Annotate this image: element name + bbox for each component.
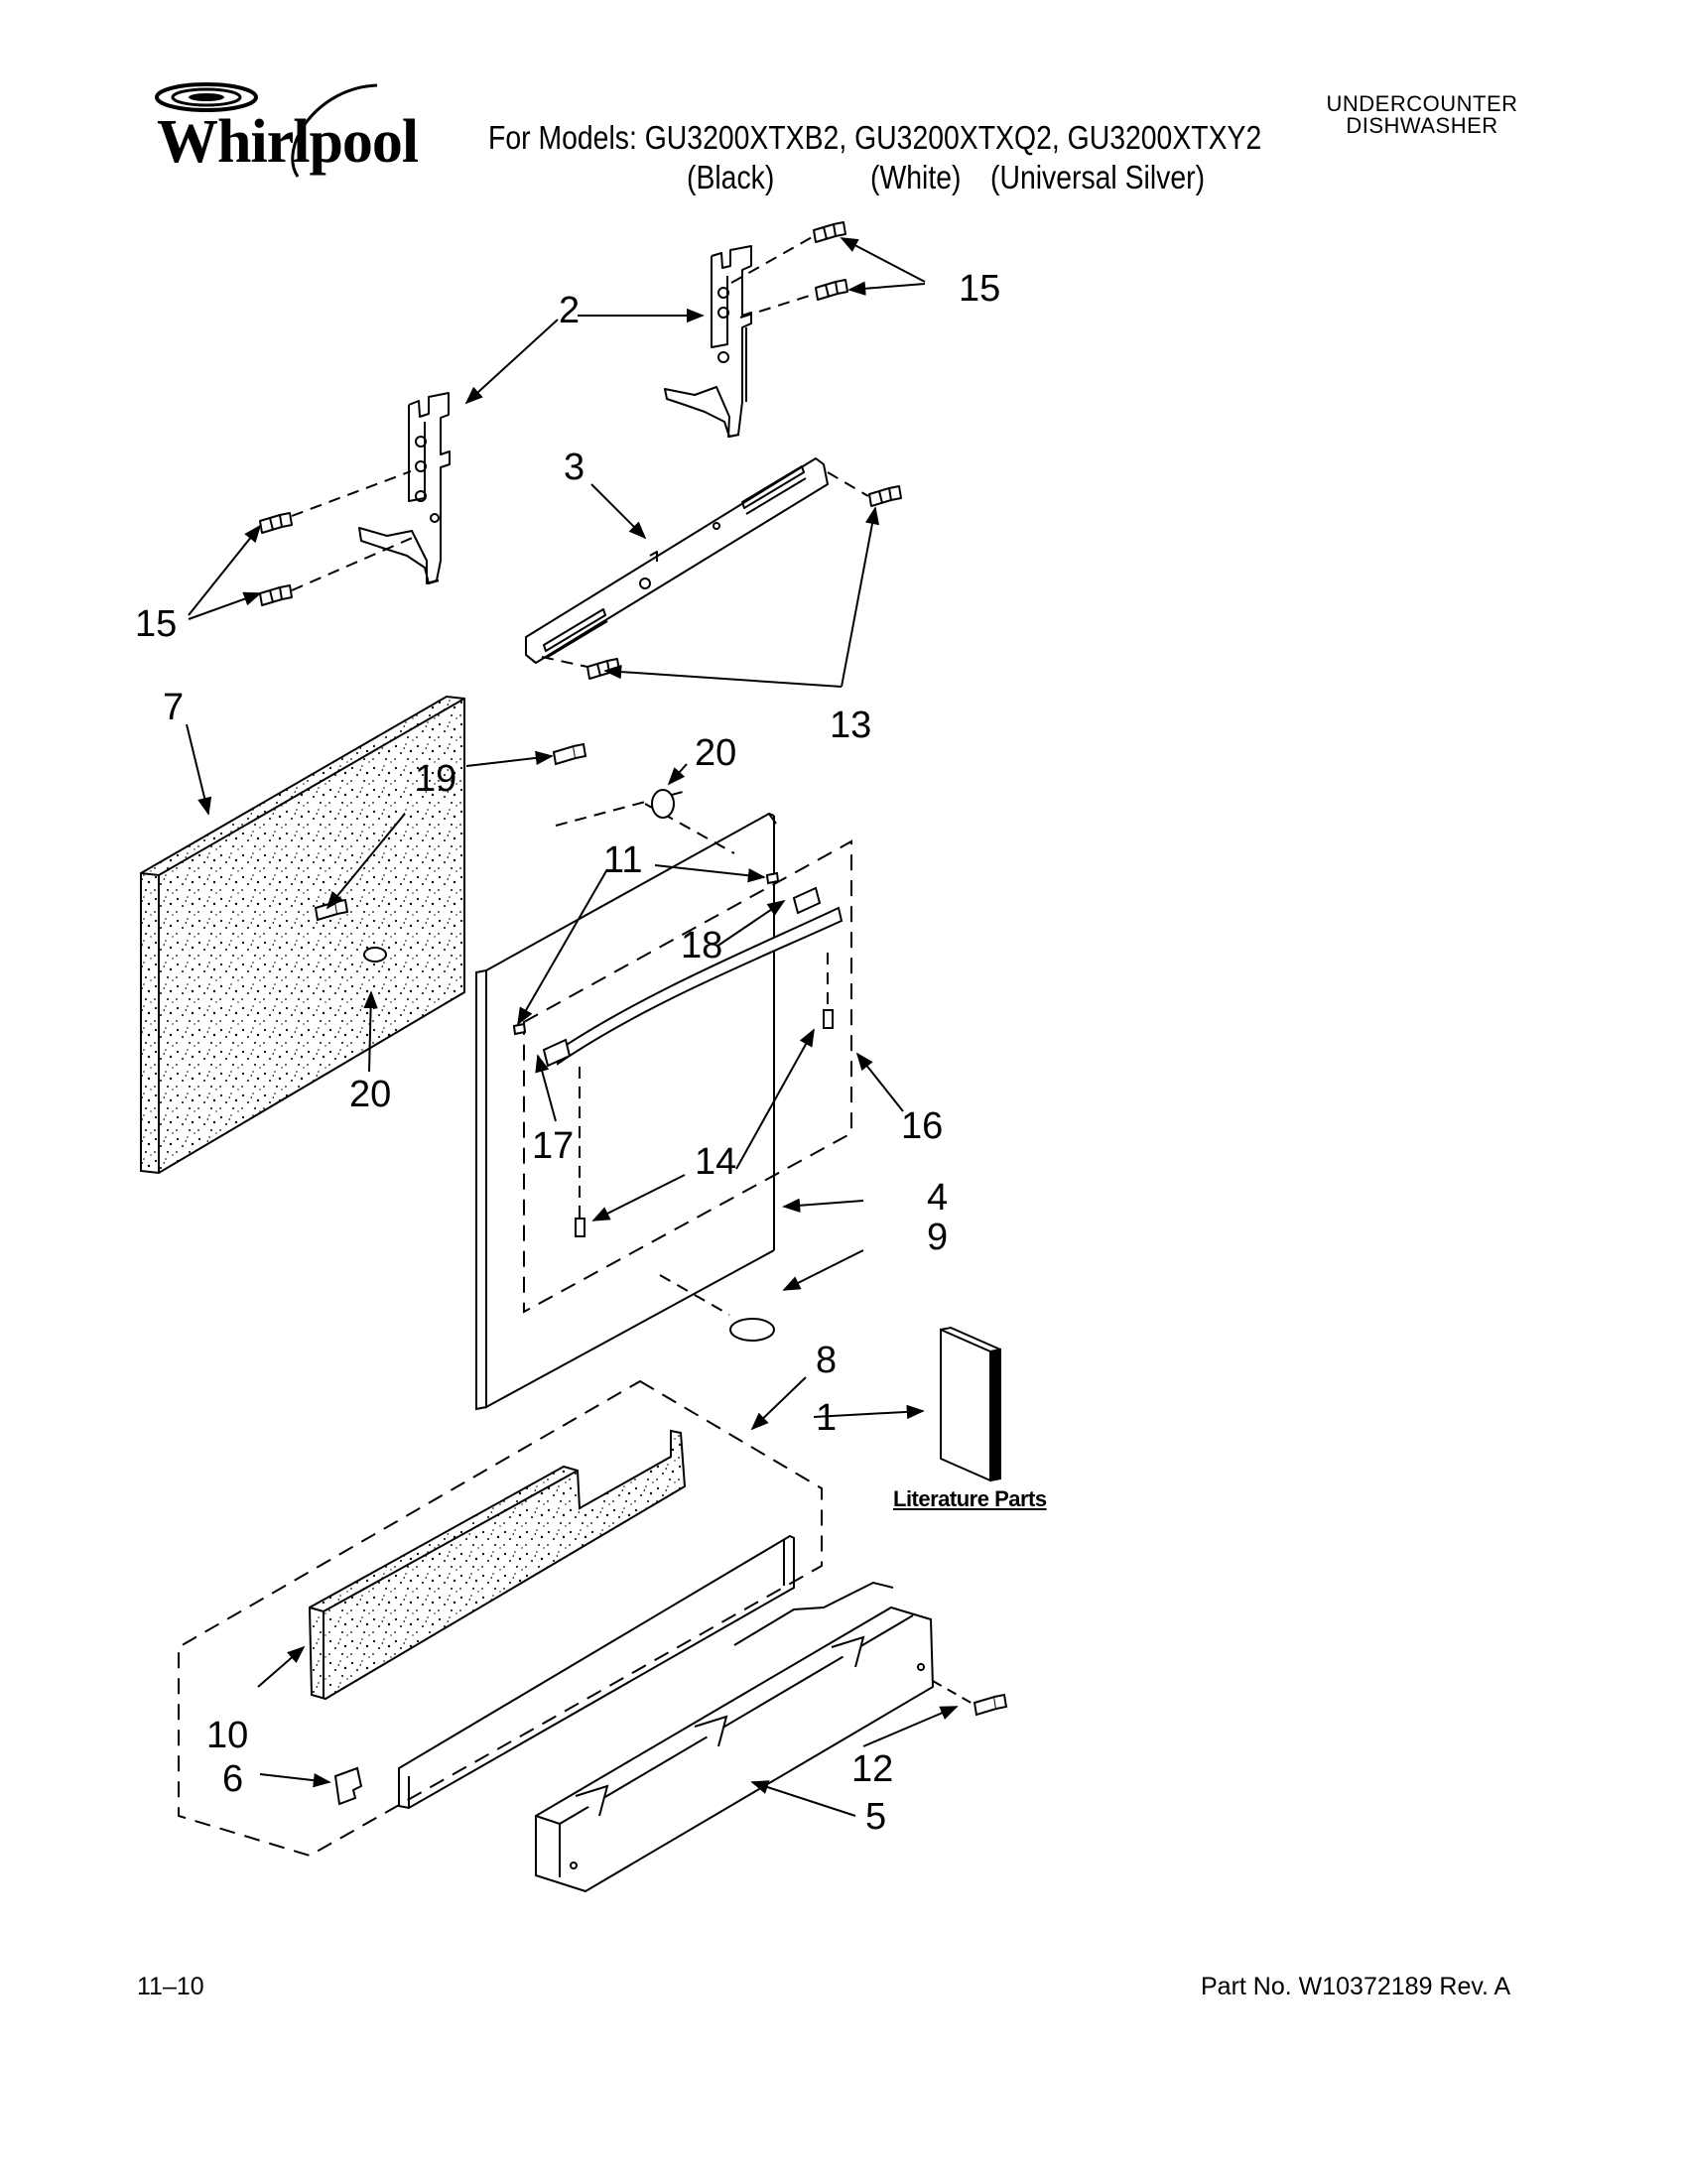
model-list: For Models: GU3200XTXB2, GU3200XTXQ2, GU… — [488, 119, 1262, 156]
callout-11: 11 — [603, 839, 643, 881]
outer-door-panel — [475, 812, 777, 1411]
callout-20-top: 20 — [695, 732, 737, 774]
callout-20-bottom: 20 — [349, 1074, 392, 1115]
callout-5: 5 — [865, 1796, 887, 1838]
washer-20-top — [651, 789, 675, 819]
mounting-rail — [525, 457, 829, 664]
door-panel-insulation — [140, 695, 465, 1175]
callout-15-top-right: 15 — [959, 268, 1001, 310]
badge-9 — [729, 1318, 775, 1342]
color-white: (White) — [870, 159, 962, 195]
screw-19-top — [552, 742, 587, 766]
toe-panel-group-boundary — [178, 1379, 823, 1858]
callout-16: 16 — [901, 1105, 944, 1147]
toe-trim-strip — [398, 1534, 795, 1810]
literature-parts-label: Literature Parts — [893, 1486, 1047, 1511]
callout-7: 7 — [163, 687, 185, 728]
callout-19: 19 — [415, 758, 457, 800]
callout-13: 13 — [830, 705, 872, 746]
callout-8: 8 — [816, 1340, 838, 1381]
screw-13-right — [868, 485, 902, 507]
door-handle — [542, 886, 844, 1068]
screw-15-left-2 — [259, 584, 293, 606]
callout-2: 2 — [559, 290, 581, 331]
spacer-14-right — [823, 1009, 834, 1029]
callout-14: 14 — [695, 1141, 737, 1183]
screw-15-top-right-1 — [813, 221, 846, 243]
callout-1: 1 — [816, 1397, 838, 1439]
toe-kick-panel — [535, 1581, 935, 1893]
toe-insulation — [308, 1429, 687, 1701]
mounting-bracket-left — [358, 392, 451, 584]
screw-15-left-1 — [259, 512, 293, 534]
inner-door-frame-dashed — [523, 839, 852, 1314]
screw-11-right — [765, 871, 780, 885]
callout-18: 18 — [681, 925, 723, 966]
footer-date-code: 11–10 — [137, 1973, 204, 2000]
logo-wordmark: Whirlpool — [157, 108, 419, 176]
callout-9: 9 — [927, 1217, 949, 1258]
screw-12 — [973, 1693, 1008, 1717]
category-line-2: DISHWASHER — [1346, 113, 1498, 138]
spacer-14-left — [575, 1218, 585, 1237]
screw-13-left — [586, 658, 620, 680]
appliance-category: UNDERCOUNTER DISHWASHER — [1308, 93, 1536, 137]
callout-6: 6 — [222, 1758, 244, 1800]
whirlpool-logo: Whirlpool — [149, 77, 419, 187]
callout-17: 17 — [532, 1125, 575, 1167]
color-silver: (Universal Silver) — [990, 159, 1206, 195]
screw-11-left — [512, 1022, 527, 1036]
callout-3: 3 — [564, 447, 585, 488]
mounting-bracket-right — [664, 245, 752, 438]
category-line-1: UNDERCOUNTER — [1326, 91, 1518, 116]
callout-12: 12 — [851, 1748, 894, 1790]
literature-packet — [940, 1326, 1001, 1482]
logo-swirl-graphic — [155, 82, 378, 178]
callout-15-left: 15 — [135, 603, 178, 645]
clip-6 — [333, 1766, 363, 1806]
callout-4: 4 — [927, 1177, 949, 1219]
footer-part-number: Part No. W10372189 Rev. A — [1201, 1973, 1511, 2000]
callout-10: 10 — [206, 1715, 249, 1756]
color-black: (Black) — [687, 159, 775, 195]
screw-15-top-right-2 — [815, 279, 848, 301]
